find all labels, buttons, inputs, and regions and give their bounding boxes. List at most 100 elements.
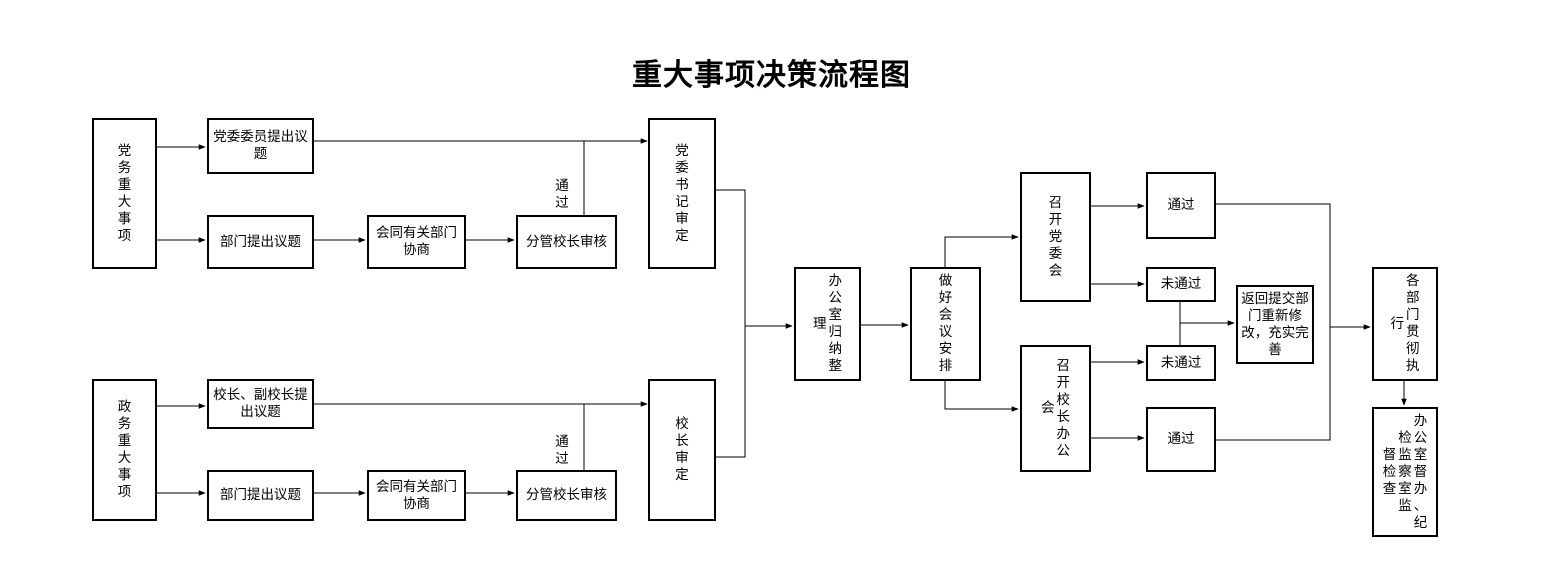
char: 开: [1048, 211, 1063, 228]
char: 办: [1413, 412, 1428, 429]
char: 察: [1398, 463, 1412, 480]
char: 办: [1413, 480, 1428, 497]
char: 定: [675, 227, 689, 244]
char: 通: [555, 178, 569, 194]
char: 整: [828, 358, 843, 374]
char: 公: [828, 290, 843, 306]
text-column: 检监察室监: [1398, 430, 1412, 515]
vtext: 党委书记审定: [675, 143, 689, 245]
text-column: 理: [813, 316, 827, 333]
node-depts-execute: 各部门贯彻执行: [1372, 267, 1438, 381]
node-president-office-meeting: 召开校长办公会: [1020, 345, 1091, 472]
text-column: 行: [1391, 316, 1405, 333]
char: 委: [675, 159, 689, 176]
char: 项: [117, 484, 132, 500]
node-vp-review-1: 分管校长审核: [516, 215, 617, 269]
char: 审: [675, 210, 689, 227]
node-party-major: 党务重大事项: [92, 118, 157, 269]
node-president-decide: 校长审定: [648, 379, 716, 521]
text-column: 办公室归纳整: [829, 273, 843, 375]
char: 贯: [1406, 324, 1420, 340]
char: 党: [117, 142, 132, 159]
edge-prepare-to-president-meeting: [944, 380, 1019, 412]
char: 排: [938, 358, 953, 374]
char: 记: [675, 193, 689, 210]
edge-label-pass-2: 通过: [548, 434, 576, 468]
text-column: 督检查: [1383, 447, 1397, 498]
char: 长: [1056, 408, 1071, 425]
node-secretary-decide: 党委书记审定: [648, 118, 716, 269]
char: 议: [938, 324, 953, 340]
edge-secretary-merge: [715, 189, 746, 458]
node-failed-1: 未通过: [1146, 267, 1216, 302]
char: 检: [1382, 463, 1397, 480]
char: 纪: [1413, 514, 1428, 531]
char: 公: [1413, 429, 1428, 446]
char: 校: [1056, 391, 1071, 408]
char: 定: [675, 467, 689, 483]
char: 安: [938, 341, 953, 357]
edge-pass-merge: [1215, 203, 1331, 441]
node-passed-1: 通过: [1146, 172, 1216, 239]
vcols: 办公室督办、纪检监察室监督检查: [1383, 413, 1428, 531]
char: 做: [938, 273, 953, 289]
node-supervision: 办公室督办、纪检监察室监督检查: [1372, 407, 1438, 537]
char: 过: [555, 195, 569, 211]
char: 委: [1048, 245, 1063, 262]
char: 监: [1398, 497, 1412, 514]
node-return-revise: 返回提交部门重新修改，充实完善: [1236, 285, 1314, 364]
node-party-committee-meeting: 召开党委会: [1020, 172, 1091, 302]
char: 各: [1406, 273, 1420, 289]
char: 室: [1398, 480, 1412, 497]
node-failed-2: 未通过: [1146, 345, 1216, 381]
char: 室: [1413, 446, 1428, 463]
char: 通: [555, 434, 569, 450]
char: 办: [828, 273, 843, 289]
text-column: 会: [1041, 400, 1055, 417]
text-column: 办公室督办、纪: [1414, 413, 1428, 532]
char: 督: [1382, 446, 1397, 463]
edge-label-pass-1: 通过: [548, 178, 576, 212]
char: 部: [1406, 290, 1420, 306]
node-prepare-meeting: 做好会议安排: [910, 267, 981, 381]
char: 过: [555, 451, 569, 467]
char: 、: [1413, 497, 1428, 514]
char: 好: [938, 290, 953, 306]
char: 党: [1048, 228, 1063, 245]
vtext: 校长审定: [675, 416, 689, 484]
char: 理: [813, 315, 827, 332]
char: 开: [1056, 374, 1071, 391]
char: 督: [1413, 463, 1428, 480]
node-consult-2: 会同有关部门协商: [367, 470, 466, 521]
vtext-label: 通过: [548, 434, 576, 468]
char: 检: [1398, 429, 1412, 446]
node-president-propose: 校长、副校长提出议题: [207, 379, 314, 429]
char: 召: [1056, 357, 1071, 374]
node-consult-1: 会同有关部门协商: [367, 215, 466, 269]
char: 会: [1041, 400, 1055, 416]
char: 党: [675, 142, 689, 159]
char: 监: [1398, 446, 1412, 463]
node-passed-2: 通过: [1146, 407, 1216, 472]
vtext: 党务重大事项: [118, 143, 132, 245]
char: 校: [675, 416, 689, 432]
char: 务: [117, 416, 132, 432]
vtext: 召开党委会: [1049, 195, 1063, 280]
char: 彻: [1406, 341, 1420, 357]
char: 办: [1056, 425, 1071, 442]
char: 门: [1406, 307, 1420, 323]
char: 重: [117, 176, 132, 193]
char: 纳: [828, 341, 843, 357]
node-dept-propose-1: 部门提出议题: [207, 215, 314, 269]
char: 召: [1048, 194, 1063, 211]
node-party-member-propose: 党委委员提出议题: [207, 118, 314, 174]
vcols: 各部门贯彻执行: [1391, 273, 1420, 375]
char: 行: [1390, 315, 1405, 332]
char: 政: [117, 399, 132, 415]
char: 会: [1048, 262, 1063, 279]
char: 审: [675, 450, 689, 466]
char: 事: [117, 210, 132, 227]
vcols: 办公室归纳整理: [813, 273, 842, 375]
node-vp-review-2: 分管校长审核: [516, 470, 617, 521]
